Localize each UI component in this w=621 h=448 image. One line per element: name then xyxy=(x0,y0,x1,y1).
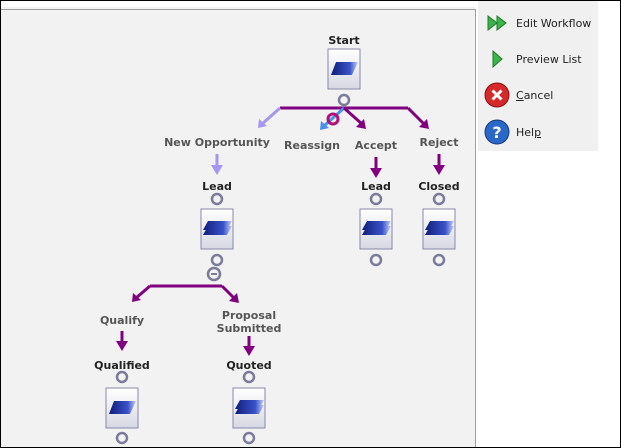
divider xyxy=(475,9,476,447)
action-new-opportunity[interactable]: New Opportunity xyxy=(164,136,270,149)
action-sidebar: Edit Workflow Preview List Cancel ? Help xyxy=(478,1,598,151)
document-stack-icon xyxy=(362,226,391,235)
reassign-circle[interactable] xyxy=(326,112,340,126)
state-label-start: Start xyxy=(328,34,359,47)
document-icon xyxy=(109,401,136,414)
connector-circle[interactable] xyxy=(115,431,129,445)
preview-list-button[interactable]: Preview List xyxy=(484,45,582,73)
collapse-icon[interactable] xyxy=(206,266,222,282)
state-node-qualified[interactable] xyxy=(105,387,139,429)
cancel-button[interactable]: Cancel xyxy=(484,81,553,109)
arrow-icon xyxy=(320,121,329,130)
workflow-diagram: Start New Opportunity Reassign Accept Re… xyxy=(94,34,460,445)
action-accept[interactable]: Accept xyxy=(355,139,397,152)
state-node-start[interactable] xyxy=(327,48,361,90)
state-node-closed[interactable] xyxy=(422,208,456,250)
svg-text:?: ? xyxy=(492,123,501,142)
connector-circle[interactable] xyxy=(432,253,446,267)
arrow-icon xyxy=(419,119,429,129)
edit-workflow-label: Edit Workflow xyxy=(516,16,592,30)
connector-circle[interactable] xyxy=(337,93,351,107)
action-qualify[interactable]: Qualify xyxy=(100,314,144,327)
connector-circle[interactable] xyxy=(210,192,224,206)
action-proposal-submitted-line2[interactable]: Submitted xyxy=(217,322,282,335)
connector-circle[interactable] xyxy=(369,253,383,267)
document-stack-icon xyxy=(203,226,232,235)
connector-circle[interactable] xyxy=(369,192,383,206)
arrow-icon xyxy=(211,165,223,175)
arrow-icon xyxy=(356,119,366,129)
state-label-qualified: Qualified xyxy=(94,359,150,372)
state-node-lead-accept[interactable] xyxy=(359,208,393,250)
document-stack-icon xyxy=(425,226,454,235)
arrow-icon xyxy=(132,293,141,302)
workflow-canvas xyxy=(1,7,475,447)
arrow-icon xyxy=(229,293,239,303)
arrow-icon xyxy=(116,341,128,351)
action-reassign[interactable]: Reassign xyxy=(284,139,340,152)
divider xyxy=(1,9,475,10)
state-label-lead: Lead xyxy=(202,180,232,193)
state-node-lead[interactable] xyxy=(200,208,234,250)
action-proposal-submitted-line1[interactable]: Proposal xyxy=(222,309,276,322)
action-reject[interactable]: Reject xyxy=(420,136,459,149)
help-button[interactable]: ? Help xyxy=(484,118,541,146)
arrow-icon xyxy=(243,346,255,356)
connector-circle[interactable] xyxy=(242,370,256,384)
help-label: Help xyxy=(516,125,542,139)
help-icon: ? xyxy=(484,119,510,145)
state-label-closed: Closed xyxy=(418,180,459,193)
cancel-label: Cancel xyxy=(516,88,554,102)
state-label-quoted: Quoted xyxy=(226,359,271,372)
arrow-icon xyxy=(370,168,382,178)
connector-circle[interactable] xyxy=(210,253,224,267)
connector-circle[interactable] xyxy=(432,192,446,206)
arrow-icon xyxy=(433,165,445,175)
play-icon xyxy=(484,46,510,72)
connector-circle[interactable] xyxy=(115,370,129,384)
preview-list-label: Preview List xyxy=(516,52,582,66)
edit-workflow-button[interactable]: Edit Workflow xyxy=(484,9,591,37)
arrow-icon xyxy=(258,119,267,128)
connector-circle[interactable] xyxy=(242,431,256,445)
state-node-quoted[interactable] xyxy=(232,387,266,429)
fast-forward-icon xyxy=(484,10,510,36)
state-label-lead-accept: Lead xyxy=(361,180,391,193)
document-icon xyxy=(331,62,358,75)
document-stack-icon xyxy=(235,405,264,414)
cancel-icon xyxy=(484,82,510,108)
